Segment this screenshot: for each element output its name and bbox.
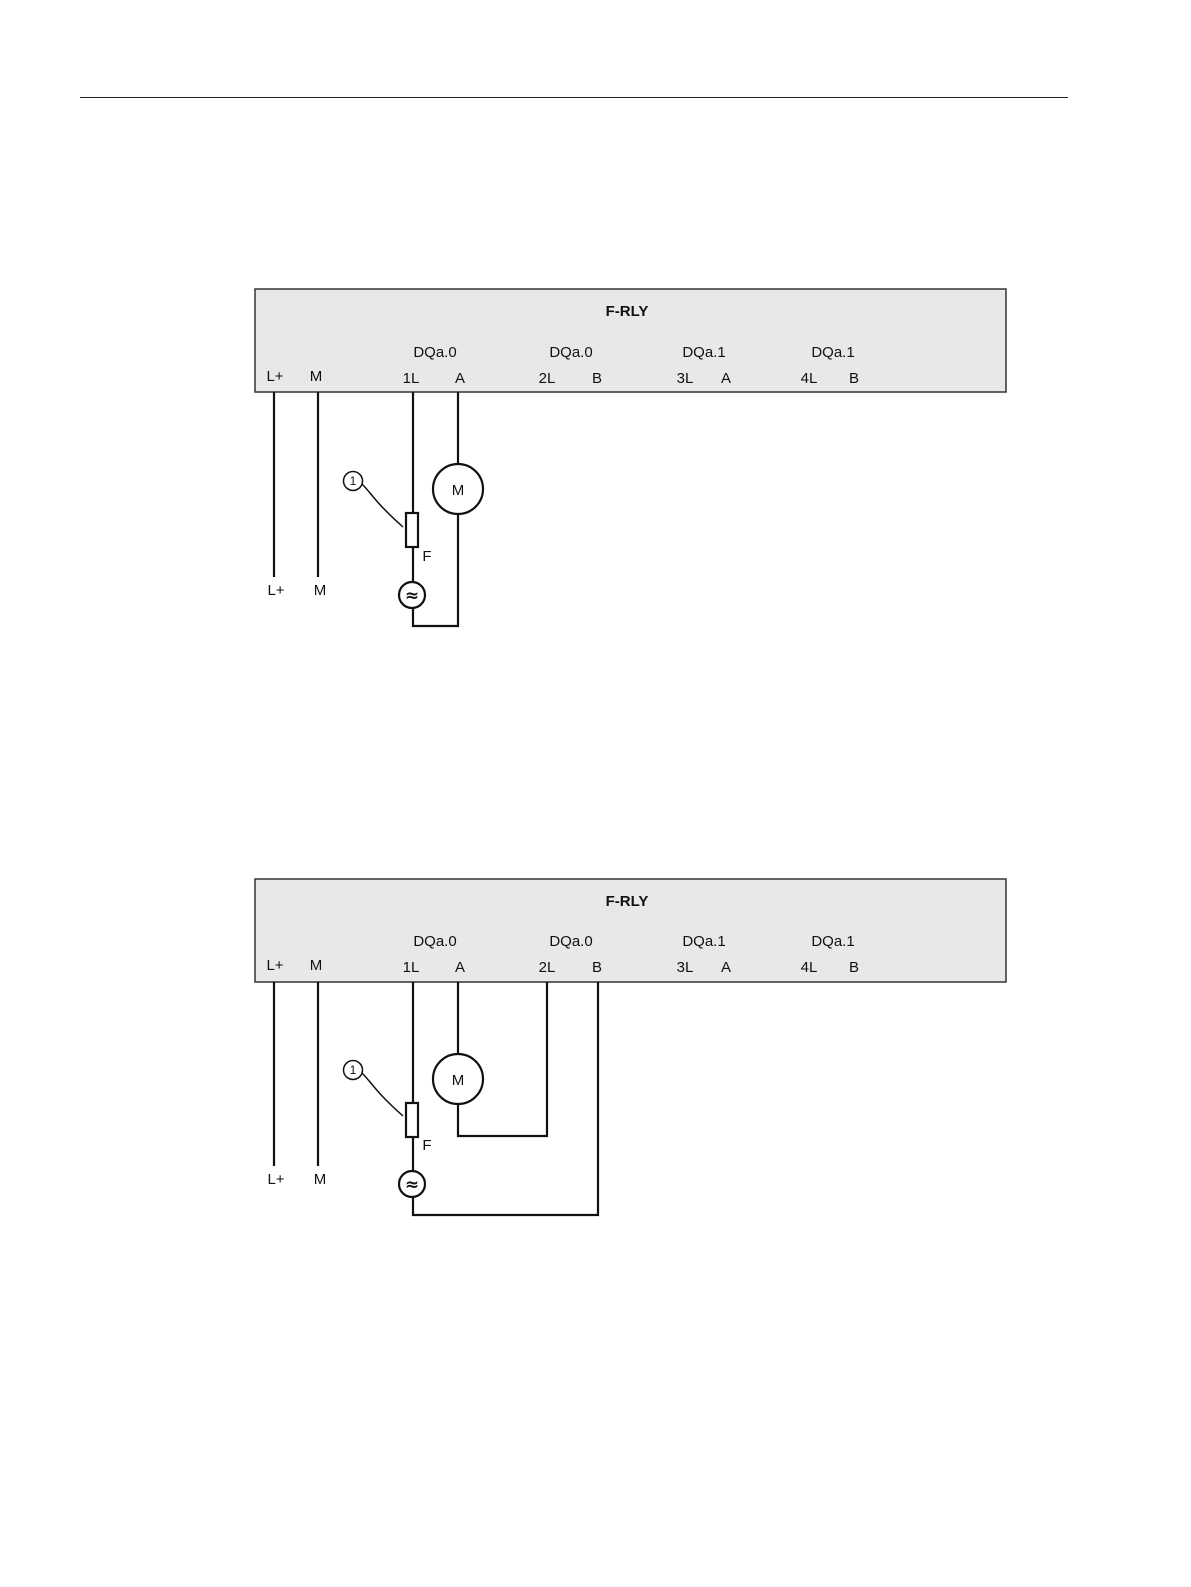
terminal-label: 3L <box>677 370 694 387</box>
terminal-label: 4L <box>801 959 818 976</box>
terminal-label: B <box>592 370 602 387</box>
bottom-label: M <box>314 582 327 599</box>
terminal-label: B <box>592 959 602 976</box>
terminal-label: B <box>849 370 859 387</box>
channel-label: DQa.0 <box>413 344 456 361</box>
module-title: F-RLY <box>606 303 649 320</box>
bottom-label: M <box>314 1171 327 1188</box>
fuse-label: F <box>422 548 431 565</box>
module-title: F-RLY <box>606 893 649 910</box>
callout-number: 1 <box>350 474 357 488</box>
channel-label: DQa.1 <box>682 933 725 950</box>
terminal-label: A <box>455 370 465 387</box>
terminal-label: A <box>721 370 731 387</box>
ac-source-label: ≈ <box>405 586 419 606</box>
callout-number: 1 <box>350 1063 357 1077</box>
fuse-symbol <box>406 513 418 547</box>
terminal-label: 3L <box>677 959 694 976</box>
fuse-label: F <box>422 1137 431 1154</box>
terminal-label: L+ <box>266 957 283 974</box>
callout-leader <box>362 1073 403 1116</box>
fuse-symbol <box>406 1103 418 1137</box>
wiring-diagram-1: F-RLY DQa.0 DQa.0 DQa.1 DQa.1 L+ M 1L A … <box>255 289 1006 626</box>
channel-label: DQa.1 <box>811 933 854 950</box>
terminal-label: 2L <box>539 370 556 387</box>
terminal-label: 2L <box>539 959 556 976</box>
terminal-label: M <box>310 368 323 385</box>
channel-label: DQa.0 <box>549 344 592 361</box>
wiring-diagram-2: F-RLY DQa.0 DQa.0 DQa.1 DQa.1 L+ M 1L A … <box>255 879 1006 1215</box>
terminal-label: 1L <box>403 959 420 976</box>
terminal-label: 4L <box>801 370 818 387</box>
callout-leader <box>362 484 403 527</box>
terminal-label: A <box>455 959 465 976</box>
ac-source-label: ≈ <box>405 1175 419 1195</box>
terminal-label: L+ <box>266 368 283 385</box>
bottom-label: L+ <box>267 1171 284 1188</box>
terminal-label: B <box>849 959 859 976</box>
channel-label: DQa.0 <box>549 933 592 950</box>
motor-label: M <box>452 482 465 499</box>
channel-label: DQa.0 <box>413 933 456 950</box>
channel-label: DQa.1 <box>682 344 725 361</box>
channel-label: DQa.1 <box>811 344 854 361</box>
terminal-label: A <box>721 959 731 976</box>
motor-label: M <box>452 1072 465 1089</box>
terminal-label: 1L <box>403 370 420 387</box>
terminal-label: M <box>310 957 323 974</box>
bottom-label: L+ <box>267 582 284 599</box>
